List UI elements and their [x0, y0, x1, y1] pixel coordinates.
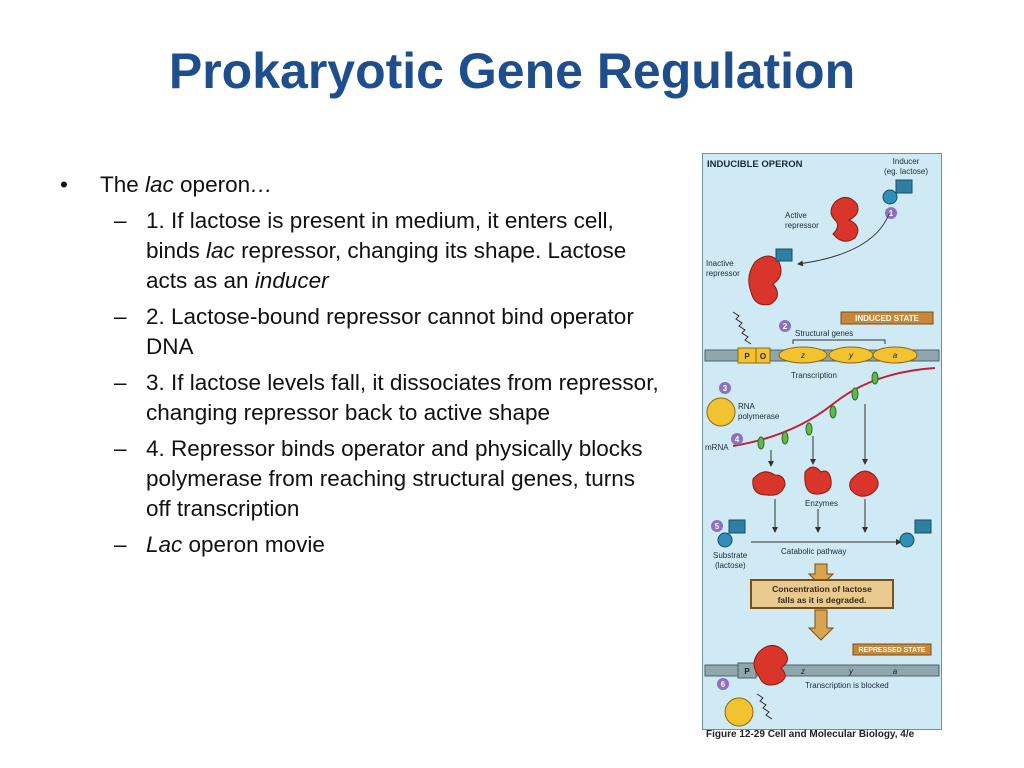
- flow-arrow-down-2: [807, 609, 835, 641]
- bullet-list: •The lac operon… –1. If lactose is prese…: [60, 170, 660, 560]
- active-repressor-label-2: repressor: [785, 221, 819, 230]
- inducer-binds-arrow: [797, 213, 890, 267]
- catabolic-product-icon: [899, 519, 932, 548]
- rna-polymerase-icon: [706, 397, 736, 427]
- induced-state-label: INDUCED STATE: [855, 314, 919, 323]
- transcription-label: Transcription: [791, 371, 837, 380]
- bullet-prefix: The: [100, 172, 146, 197]
- mrna-label: mRNA: [705, 443, 729, 452]
- structural-genes-label: Structural genes: [795, 329, 853, 338]
- structural-genes-bracket: [792, 339, 886, 344]
- gene-z-label: z: [800, 351, 805, 360]
- active-repressor-icon: [830, 197, 859, 242]
- induced-state-box: [840, 311, 934, 325]
- dna-strand-induced: P O z y a: [704, 346, 940, 364]
- subitem-1: –1. If lactose is present in medium, it …: [60, 206, 660, 296]
- slide-title: Prokaryotic Gene Regulation: [168, 43, 856, 99]
- subitem-5-movie-link[interactable]: –Lac operon movie: [60, 530, 660, 560]
- blocked-polymerase-tail: [756, 693, 773, 720]
- step-4-label: 4: [735, 435, 740, 444]
- subitem-4-text: 4. Repressor binds operator and physical…: [146, 436, 643, 521]
- catabolic-pathway-label: Catabolic pathway: [781, 547, 846, 556]
- gene-a-label: a: [893, 351, 898, 360]
- substrate-lactose-icon: [717, 519, 746, 548]
- dna-strand-repressed: P z y a: [704, 662, 940, 679]
- subitem-3-text: 3. If lactose levels fall, it dissociate…: [146, 370, 659, 425]
- inactive-repressor-label-1: Inactive: [706, 259, 734, 268]
- lac-operon-figure: INDUCIBLE OPERON Inducer (eg. lactose) 1…: [702, 153, 942, 730]
- subitem-4: –4. Repressor binds operator and physica…: [60, 434, 660, 524]
- dash-4: –: [114, 436, 127, 461]
- repressed-gene-z-label: z: [800, 667, 805, 676]
- active-repressor-label-1: Active: [785, 211, 807, 220]
- step-3-label: 3: [723, 384, 728, 393]
- step-6-badge: [717, 678, 729, 690]
- dash-2: –: [114, 304, 127, 329]
- figure-svg: INDUCIBLE OPERON Inducer (eg. lactose) 1…: [704, 157, 940, 727]
- bullet-italic-lac: lac: [145, 172, 174, 197]
- ribosomes: [757, 371, 879, 450]
- rna-polymerase-label-1: RNA: [738, 402, 756, 411]
- repressed-gene-p-label: P: [744, 667, 750, 676]
- inducer-label-1: Inducer: [893, 157, 920, 166]
- concentration-box: [750, 579, 894, 609]
- gene-o-label: O: [760, 352, 766, 361]
- subitem-1-text-a: 1. If lactose is present in medium, it e…: [146, 208, 614, 263]
- enzymes-icons: [752, 466, 879, 497]
- step-3-badge: [719, 382, 731, 394]
- dash-1: –: [114, 208, 127, 233]
- bullet-ellipsis: …: [250, 172, 273, 197]
- substrate-label-1: Substrate: [713, 551, 748, 560]
- subitem-3: –3. If lactose levels fall, it dissociat…: [60, 368, 660, 428]
- subitem-1-italic-inducer: inducer: [254, 268, 329, 293]
- figure-heading: INDUCIBLE OPERON: [707, 159, 803, 170]
- subitem-5-italic-lac: Lac: [146, 532, 183, 557]
- rna-polymerase-label-2: polymerase: [738, 412, 780, 421]
- repressed-gene-a-label: a: [893, 667, 898, 676]
- subitem-2: –2. Lactose-bound repressor cannot bind …: [60, 302, 660, 362]
- subitem-2-text: 2. Lactose-bound repressor cannot bind o…: [146, 304, 634, 359]
- step-6-label: 6: [721, 680, 726, 689]
- bullet-lac-operon: • The lac operon…: [60, 170, 660, 200]
- mrna-strand: [732, 367, 936, 447]
- bullet-suffix: operon: [173, 172, 251, 197]
- repressed-gene-y-label: y: [848, 667, 854, 676]
- figure-caption: Figure 12-29 Cell and Molecular Biology,…: [706, 729, 915, 740]
- enzymes-label: Enzymes: [805, 499, 838, 508]
- step-1-label: 1: [889, 209, 894, 218]
- dash-5: –: [114, 532, 127, 557]
- step-2-label: 2: [783, 322, 788, 331]
- step-5-badge: [711, 520, 723, 532]
- inactive-repressor-icon: [748, 248, 793, 306]
- dash-3: –: [114, 370, 127, 395]
- released-repressor-tail: [732, 311, 752, 345]
- concentration-label-2: falls as it is degraded.: [778, 595, 867, 605]
- step-4-badge: [731, 433, 743, 445]
- subitem-5-text: operon movie: [182, 532, 325, 557]
- transcription-blocked-label: Transcription is blocked: [805, 681, 889, 690]
- repressed-state-label: REPRESSED STATE: [858, 647, 925, 654]
- inactive-repressor-label-2: repressor: [706, 269, 740, 278]
- step-5-label: 5: [715, 522, 720, 531]
- bullet-dot: •: [60, 172, 68, 197]
- substrate-label-2: (lactose): [715, 561, 746, 570]
- repressor-on-operator-icon: [753, 645, 788, 686]
- inducer-lactose-icon: [882, 179, 913, 205]
- gene-p-label: P: [744, 352, 750, 361]
- inducer-label-2: (eg. lactose): [884, 167, 928, 176]
- concentration-label-1: Concentration of lactose: [772, 584, 872, 594]
- blocked-polymerase-icon: [724, 697, 754, 727]
- subitem-1-italic-lac: lac: [206, 238, 235, 263]
- repressed-state-box: [852, 643, 932, 656]
- gene-y-label: y: [848, 351, 854, 360]
- subitem-1-text-b: repressor, changing its shape. Lactose a…: [146, 238, 627, 293]
- step-2-badge: [779, 320, 791, 332]
